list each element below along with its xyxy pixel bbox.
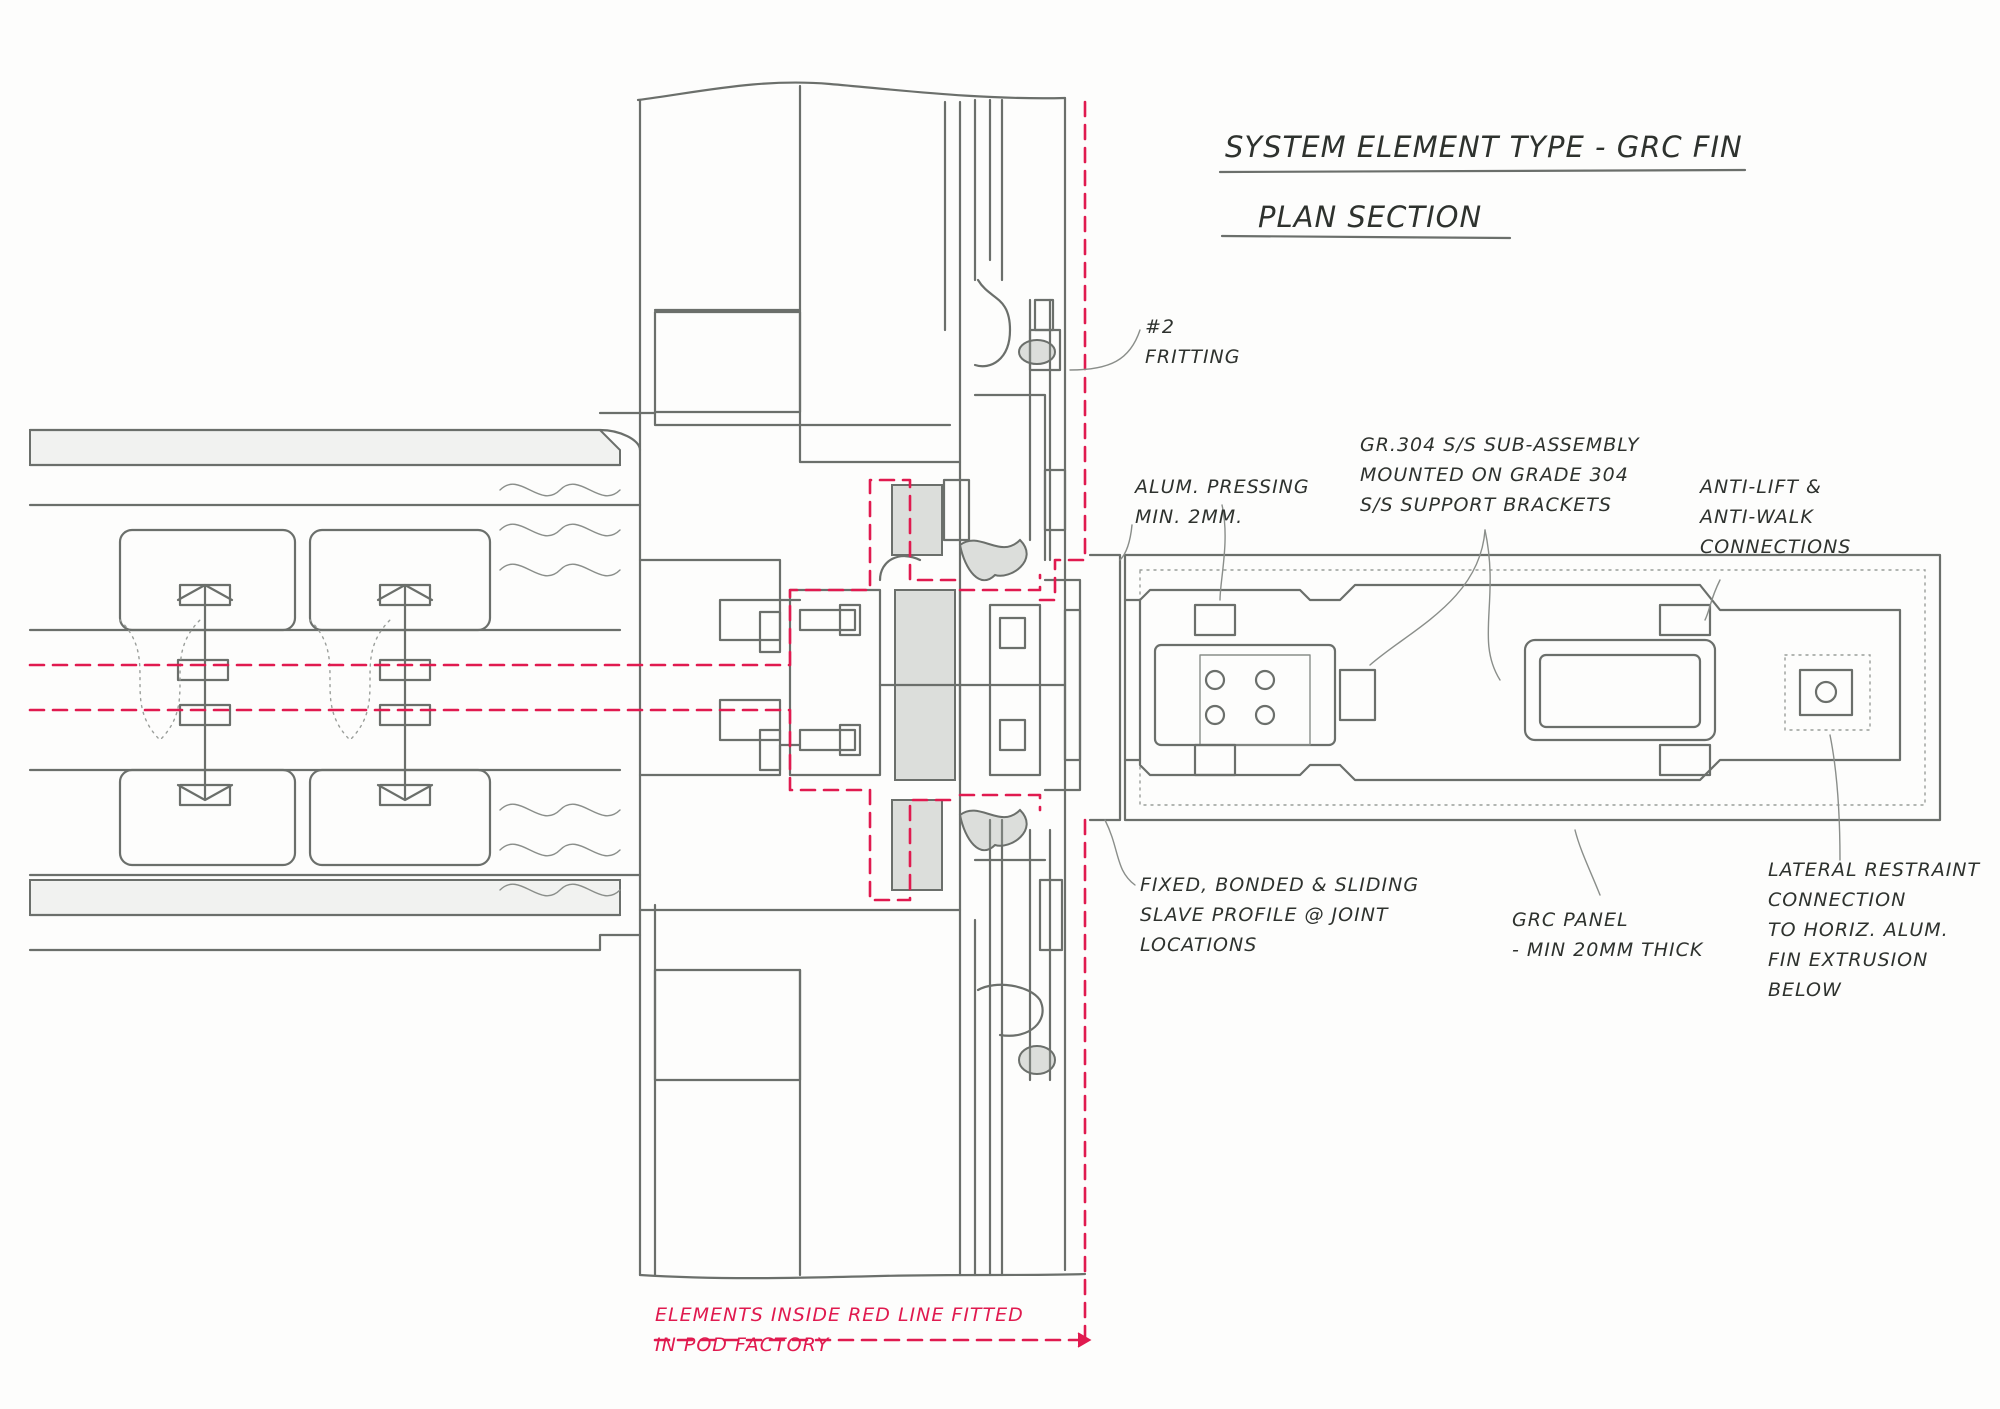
title: System Element Type - GRC Fin	[1225, 130, 1743, 164]
sub-assembly-leader-b	[1369, 529, 1486, 666]
lateral-restraint-line-2: Connection	[1768, 889, 1907, 911]
sub-assembly-line-2: Mounted on Grade 304	[1360, 464, 1629, 486]
lateral-restraint-label: Lateral Restraint Connection to Horiz. A…	[1768, 855, 1980, 1005]
fixed-bonded-line-1: Fixed, Bonded & Sliding	[1140, 874, 1420, 896]
anti-lift-label: Anti-lift & Anti-walk Connections	[1700, 472, 1851, 562]
alum-pressing-leader	[1119, 524, 1133, 561]
fixed-bonded-line-2: Slave Profile @ Joint	[1140, 904, 1389, 926]
sub-assembly-label: GR.304 S/S Sub-assembly Mounted on Grade…	[1360, 430, 1640, 520]
grc-panel-line-2: - min 20mm Thick	[1512, 939, 1704, 961]
fixed-bonded-leader	[1104, 819, 1136, 886]
leader-lines	[1069, 329, 1841, 896]
lateral-restraint-line-5: Below	[1768, 979, 1842, 1001]
sub-assembly-leader-c	[1484, 529, 1501, 681]
lateral-restraint-line-3: to Horiz. Alum.	[1768, 919, 1949, 941]
red-line-note-line-2: in pod factory	[655, 1334, 830, 1356]
lower-frame	[638, 818, 1087, 1280]
upper-frame	[598, 81, 1067, 1277]
sub-assembly-line-1: GR.304 S/S Sub-assembly	[1360, 434, 1640, 456]
alum-pressing-line-1: Alum. Pressing	[1135, 476, 1310, 498]
anti-lift-line-3: Connections	[1700, 536, 1852, 558]
left-wall-assembly	[28, 428, 802, 952]
fritting-line-2: Fritting	[1145, 346, 1241, 368]
pod-factory-red-line	[28, 100, 1092, 1348]
red-line-note: Elements inside red line fitted in pod f…	[655, 1300, 1024, 1360]
fixed-bonded-label: Fixed, Bonded & Sliding Slave Profile @ …	[1140, 870, 1419, 960]
lateral-restraint-line-4: Fin Extrusion	[1768, 949, 1929, 971]
anti-lift-line-1: Anti-lift &	[1700, 476, 1822, 498]
fixed-bonded-line-3: Locations	[1140, 934, 1258, 956]
alum-pressing-line-2: min. 2mm.	[1135, 506, 1244, 528]
red-line-note-line-1: Elements inside red line fitted	[655, 1304, 1024, 1326]
anti-lift-leader	[1704, 579, 1721, 621]
subtitle-underline	[1220, 234, 1512, 240]
grc-panel-label: GRC Panel - min 20mm Thick	[1512, 905, 1703, 965]
title-underline	[1218, 168, 1747, 174]
grc-panel-leader	[1574, 829, 1601, 896]
fritting-label: #2 Fritting	[1145, 312, 1241, 372]
anti-lift-line-2: Anti-walk	[1700, 506, 1814, 528]
lateral-restraint-line-1: Lateral Restraint	[1768, 859, 1981, 881]
fritting-leader	[1069, 329, 1141, 371]
lateral-restraint-leader	[1829, 734, 1841, 861]
fritting-line-1: #2	[1145, 316, 1176, 338]
grc-fin-assembly	[1123, 553, 1942, 822]
sub-assembly-leader-a	[1219, 504, 1226, 601]
grc-panel-line-1: GRC Panel	[1512, 909, 1629, 931]
subtitle: Plan Section	[1258, 200, 1483, 234]
alum-pressing-label: Alum. Pressing min. 2mm.	[1135, 472, 1310, 532]
central-joint	[788, 484, 1122, 891]
sub-assembly-line-3: S/S Support Brackets	[1360, 494, 1612, 516]
